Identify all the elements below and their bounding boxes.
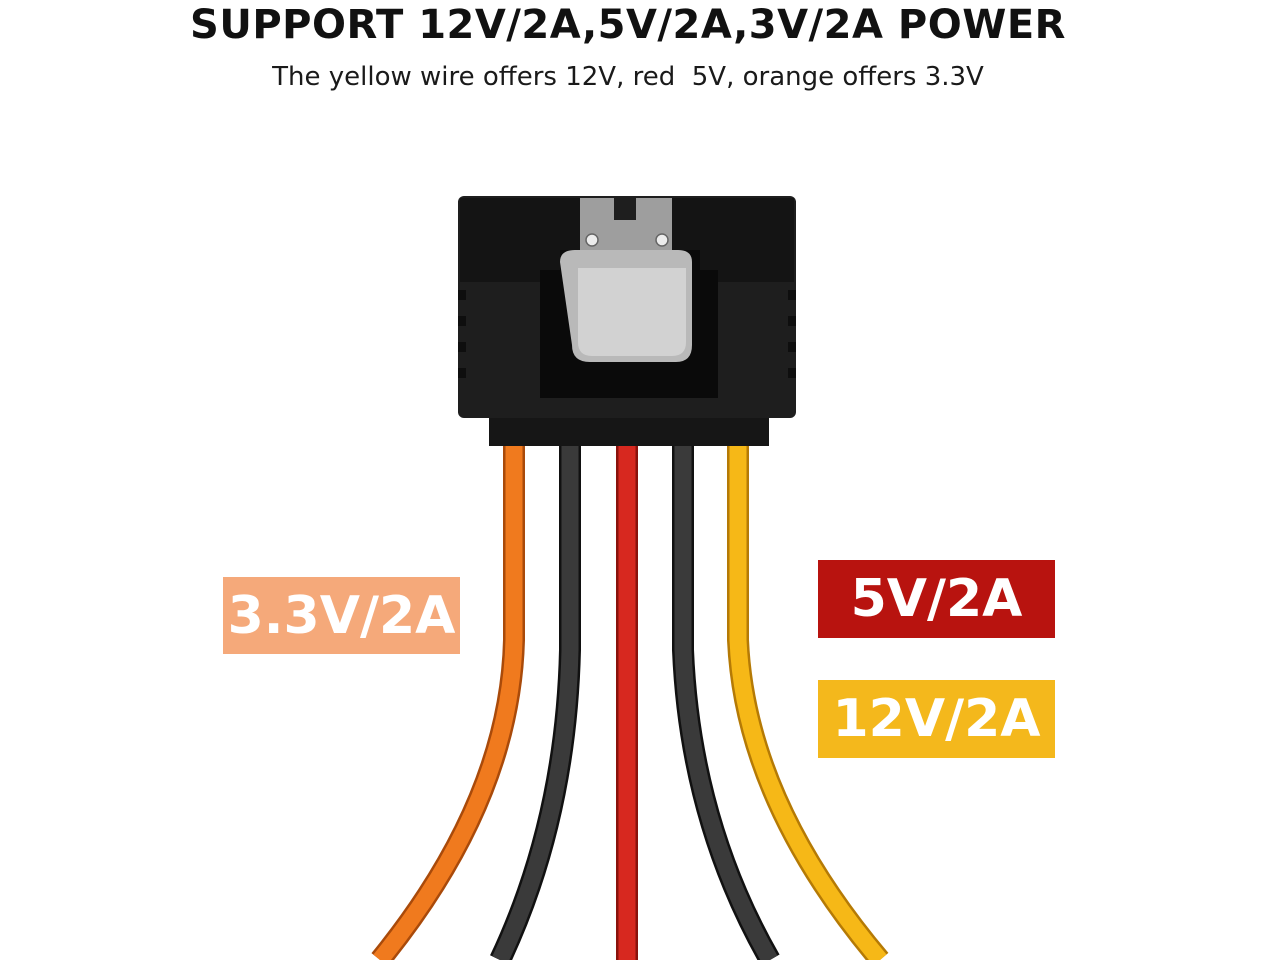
sata-connector: [458, 196, 796, 446]
voltage-label-12v: 12V/2A: [818, 680, 1055, 758]
wires: [371, 440, 889, 960]
voltage-label-5v: 5V/2A: [818, 560, 1055, 638]
metal-latch: [560, 198, 692, 362]
orange-wire: [371, 440, 525, 960]
page-subtitle: The yellow wire offers 12V, red 5V, oran…: [272, 62, 984, 92]
voltage-label-3v3: 3.3V/2A: [223, 577, 460, 654]
page-title: SUPPORT 12V/2A,5V/2A,3V/2A POWER: [190, 2, 1066, 48]
